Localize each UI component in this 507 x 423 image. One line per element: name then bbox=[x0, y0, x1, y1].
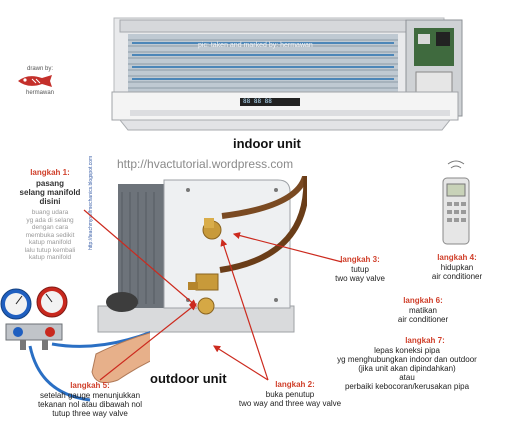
step-4-body: hidupkan air conditioner bbox=[431, 263, 483, 281]
step-1-detail: buang udara yg ada di selang dengan cara… bbox=[24, 209, 76, 261]
indoor-display: 88 88 88 bbox=[243, 98, 272, 105]
manifold-gauge-image bbox=[0, 286, 150, 402]
arrow-step-2b bbox=[212, 345, 269, 381]
arrow-step-2a bbox=[220, 238, 269, 381]
credit-drawn-by: drawn by: bbox=[26, 66, 53, 72]
arrow-step-1 bbox=[83, 209, 197, 307]
indoor-unit-label: indoor unit bbox=[233, 136, 301, 151]
step-3-title: langkah 3: bbox=[340, 255, 380, 264]
outdoor-unit-label: outdoor unit bbox=[150, 371, 227, 386]
step-5-title: langkah 5: bbox=[70, 381, 110, 390]
step-3-body: tutup two way valve bbox=[335, 265, 385, 283]
indoor-unit-image bbox=[111, 17, 463, 131]
step-1-main: pasang selang manifold disini bbox=[19, 179, 81, 206]
step-7-title: langkah 7: bbox=[405, 336, 445, 345]
step-7-body: lepas koneksi pipa yg menghubungkan indo… bbox=[337, 346, 477, 391]
indoor-watermark: pic: taken and marked by: hermawan bbox=[198, 42, 313, 49]
step-5-body: setelah gauge menunjukkan tekanan nol at… bbox=[37, 391, 143, 418]
credit-author: hermawan bbox=[25, 90, 54, 96]
source-url: http://hvactutorial.wordpress.com bbox=[117, 157, 294, 171]
step-2-body: buka penutup two way and three way valve bbox=[238, 390, 342, 408]
fish-logo-icon bbox=[18, 75, 52, 87]
step-6-title: langkah 6: bbox=[403, 296, 443, 305]
step-6-body: matikan air conditioner bbox=[397, 306, 449, 324]
remote-control-image bbox=[442, 160, 470, 245]
step-2-title: langkah 2: bbox=[275, 380, 315, 389]
step-4-title: langkah 4: bbox=[437, 253, 477, 262]
arrow-step-3 bbox=[232, 232, 343, 263]
step-1-title: langkah 1: bbox=[30, 168, 70, 177]
arrow-step-5 bbox=[99, 303, 197, 381]
